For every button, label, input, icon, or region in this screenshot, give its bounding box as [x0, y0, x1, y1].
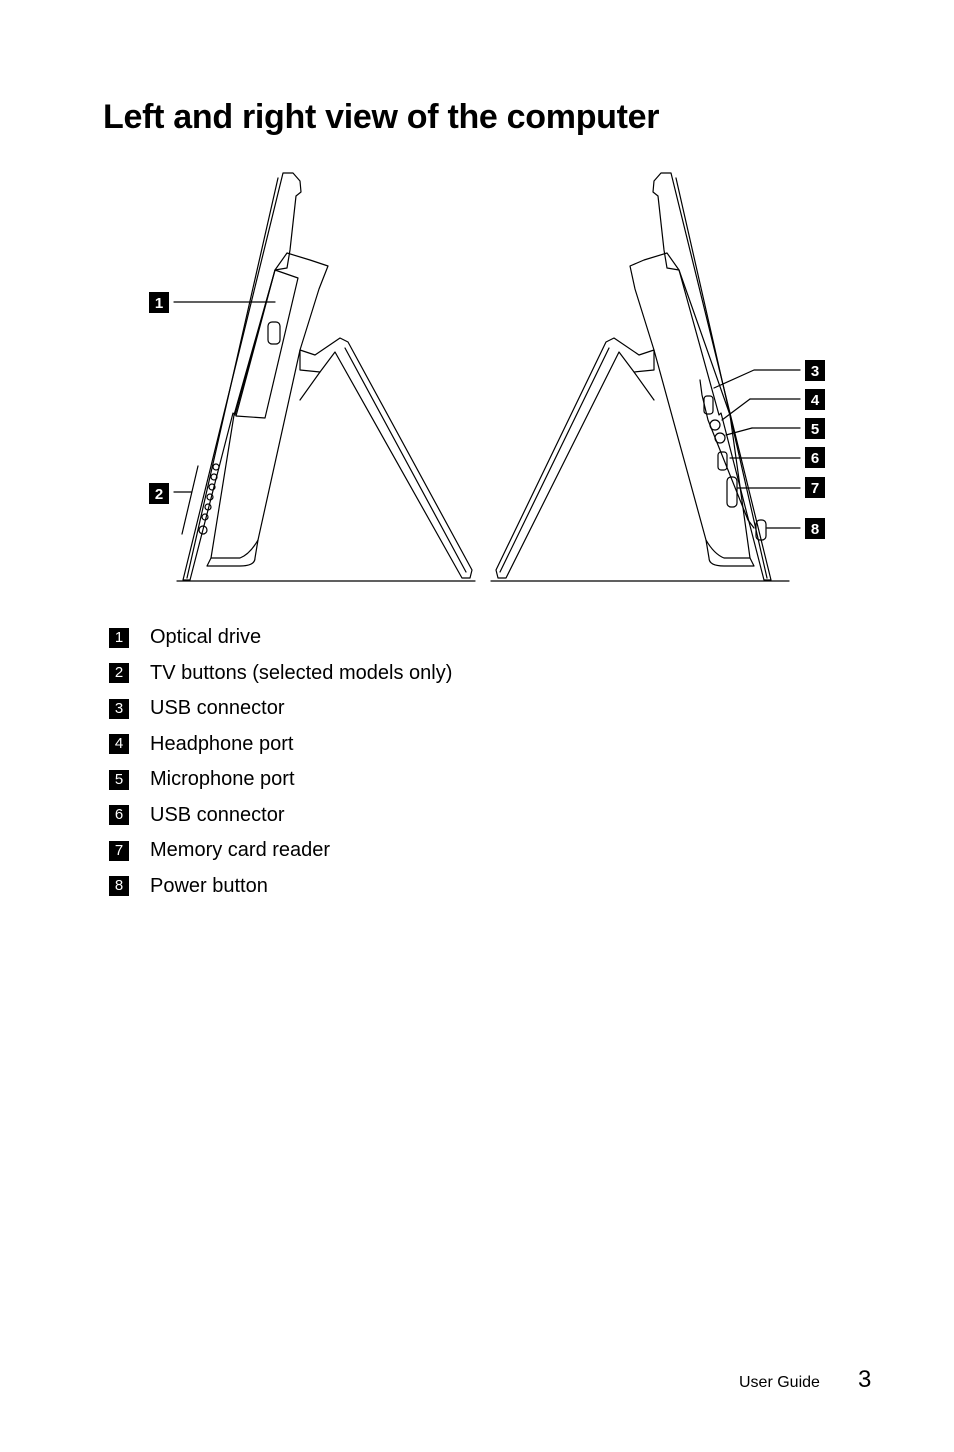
side-views-figure: 1 2 3 4 5 6 7 8 — [149, 172, 825, 582]
callout-3: 3 — [805, 360, 825, 381]
callout-2: 2 — [149, 483, 169, 504]
screen-frame — [182, 172, 302, 581]
legend-label: Microphone port — [150, 768, 295, 791]
legend-label: Optical drive — [150, 626, 262, 649]
usb-port-shape — [703, 395, 714, 415]
callout-4: 4 — [805, 389, 825, 410]
svg-text:2: 2 — [155, 486, 163, 503]
legend-label: Headphone port — [150, 732, 294, 755]
svg-text:4: 4 — [811, 392, 820, 409]
legend-number: 7 — [109, 840, 129, 861]
tv-buttons — [198, 463, 220, 535]
power-button-shape — [755, 519, 767, 541]
callout-6: 6 — [805, 447, 825, 468]
legend-number: 8 — [109, 876, 129, 897]
legend-item: 2 TV buttons (selected models only) — [109, 656, 452, 692]
legend-label: USB connector — [150, 803, 285, 826]
svg-text:3: 3 — [811, 363, 819, 380]
microphone-jack-shape — [714, 432, 726, 444]
svg-text:8: 8 — [811, 521, 819, 538]
legend-number: 4 — [109, 734, 129, 755]
legend-label: USB connector — [150, 697, 285, 720]
legend-number: 1 — [109, 627, 129, 648]
legend-item: 6 USB connector — [109, 798, 452, 834]
page-number: 3 — [858, 1366, 872, 1393]
page-title: Left and right view of the computer — [103, 98, 660, 136]
callout-7: 7 — [805, 477, 825, 498]
legend-number: 5 — [109, 769, 129, 790]
legend-item: 4 Headphone port — [109, 727, 452, 763]
eject-button-shape — [267, 321, 281, 345]
legend-item: 8 Power button — [109, 869, 452, 905]
svg-text:6: 6 — [811, 450, 819, 467]
svg-text:5: 5 — [811, 421, 819, 438]
legend-item: 3 USB connector — [109, 691, 452, 727]
stand-leg — [299, 337, 473, 579]
legend-number: 6 — [109, 805, 129, 826]
footer-label: User Guide — [739, 1374, 820, 1391]
headphone-jack-shape — [709, 419, 721, 431]
legend-label: Power button — [150, 874, 268, 897]
legend-list: 1 Optical drive 2 TV buttons (selected m… — [109, 620, 452, 904]
card-reader-shape — [726, 476, 738, 508]
right-side-view — [490, 172, 801, 582]
legend-number: 3 — [109, 698, 129, 719]
optical-drive-tray — [235, 269, 299, 419]
stand-leg-right — [495, 337, 655, 579]
rear-housing — [210, 252, 329, 559]
usb-port-shape-2 — [717, 451, 728, 471]
callout-8: 8 — [805, 518, 825, 539]
callout-1: 1 — [149, 292, 169, 313]
svg-text:7: 7 — [811, 480, 819, 497]
legend-item: 1 Optical drive — [109, 620, 452, 656]
screen-frame-right — [652, 172, 772, 581]
svg-text:1: 1 — [155, 295, 163, 312]
rear-housing-right — [629, 252, 751, 559]
legend-number: 2 — [109, 663, 129, 684]
legend-label: Memory card reader — [150, 839, 331, 862]
left-side-view — [173, 172, 476, 582]
legend-item: 5 Microphone port — [109, 762, 452, 798]
legend-label: TV buttons (selected models only) — [150, 661, 453, 684]
callout-5: 5 — [805, 418, 825, 439]
legend-item: 7 Memory card reader — [109, 833, 452, 869]
